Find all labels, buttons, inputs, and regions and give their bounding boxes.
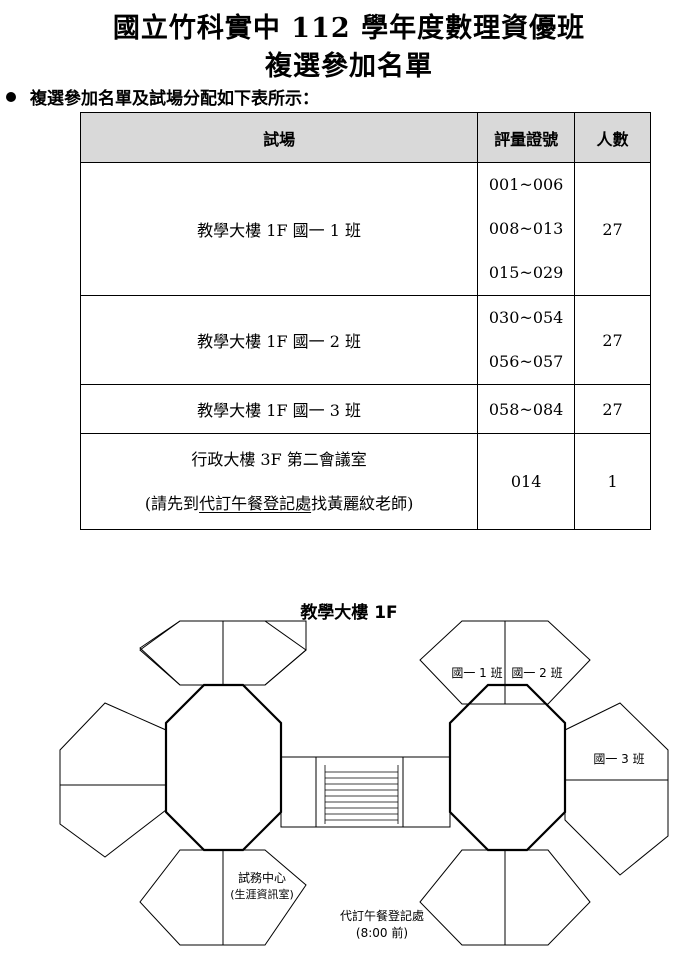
- wing-left-bottom: [139, 849, 307, 946]
- header-ids: 評量證號: [477, 112, 576, 163]
- table-row: 行政大樓 3F 第二會議室 (請先到代訂午餐登記處找黃麗紋老師) 014 1: [79, 433, 651, 530]
- floor-map: 教學大樓 1F 國一 1 班 國一 2 班 國一 3 班 試務中心 (生涯資訊室…: [59, 602, 669, 946]
- wing-right-top: [419, 620, 591, 705]
- page-title: 國立竹科實中 112 學年度數理資優班: [112, 13, 586, 44]
- table-row: 教學大樓 1F 國一 3 班 058~084 27: [79, 384, 651, 434]
- note-underlined: 代訂午餐登記處: [199, 493, 312, 513]
- wing-right-bottom: [419, 849, 591, 946]
- wing-right-side: [564, 702, 669, 876]
- count-cell: 27: [574, 162, 651, 296]
- ids-cell: 001~006 008~013 015~029: [477, 162, 576, 296]
- note-pre: (請先到: [144, 493, 200, 513]
- room-note: (請先到代訂午餐登記處找黃麗紋老師): [81, 482, 477, 526]
- lunch-desk-label: 代訂午餐登記處: [340, 908, 424, 923]
- count-cell: 27: [574, 384, 651, 434]
- ids-cell: 030~054 056~057: [477, 295, 576, 385]
- corridor: [280, 756, 451, 828]
- page-subtitle: 複選參加名單: [265, 51, 433, 82]
- room-label-1-1: 國一 1 班: [451, 666, 502, 680]
- header-count: 人數: [574, 112, 651, 163]
- id-range: 030~054: [488, 308, 564, 327]
- map-title: 教學大樓 1F: [299, 602, 397, 623]
- ids-cell: 014: [477, 433, 576, 530]
- wing-left-side: [59, 702, 167, 858]
- bullet-text: 複選參加名單及試場分配如下表所示：: [30, 89, 319, 109]
- id-range: 056~057: [488, 352, 564, 371]
- id-range: 008~013: [488, 219, 564, 238]
- table-row: 教學大樓 1F 國一 2 班 030~054 056~057 27: [79, 295, 651, 385]
- count-cell: 27: [574, 295, 651, 385]
- id-range: 001~006: [488, 175, 564, 194]
- room-cell: 教學大樓 1F 國一 2 班: [79, 295, 479, 385]
- count-cell: 1: [574, 433, 651, 530]
- exam-center-label: 試務中心: [238, 870, 286, 885]
- stairs: [324, 765, 399, 824]
- left-hub: [164, 683, 283, 852]
- allocation-table: 試場 評量證號 人數 教學大樓 1F 國一 1 班 001~006 008~01…: [79, 112, 651, 530]
- room-line: 行政大樓 3F 第二會議室: [191, 449, 367, 469]
- bullet-dot-icon: [6, 91, 16, 102]
- exam-center-sublabel: (生涯資訊室): [230, 887, 294, 901]
- right-hub: [448, 683, 567, 852]
- room-cell: 教學大樓 1F 國一 3 班: [79, 384, 479, 434]
- id-range: 015~029: [488, 263, 564, 282]
- lunch-time-label: (8:00 前): [356, 925, 408, 940]
- room-label-1-2: 國一 2 班: [511, 666, 562, 680]
- room-label-1-3: 國一 3 班: [593, 752, 644, 766]
- ids-cell: 058~084: [477, 384, 576, 434]
- table-row: 教學大樓 1F 國一 1 班 001~006 008~013 015~029 2…: [79, 162, 651, 296]
- note-post: 找黃麗紋老師): [311, 493, 414, 513]
- header-room: 試場: [79, 112, 479, 163]
- table-header-row: 試場 評量證號 人數: [79, 112, 651, 163]
- room-cell: 行政大樓 3F 第二會議室 (請先到代訂午餐登記處找黃麗紋老師): [79, 433, 479, 530]
- bullet-intro: 複選參加名單及試場分配如下表所示：: [6, 84, 319, 109]
- room-cell: 教學大樓 1F 國一 1 班: [79, 162, 479, 296]
